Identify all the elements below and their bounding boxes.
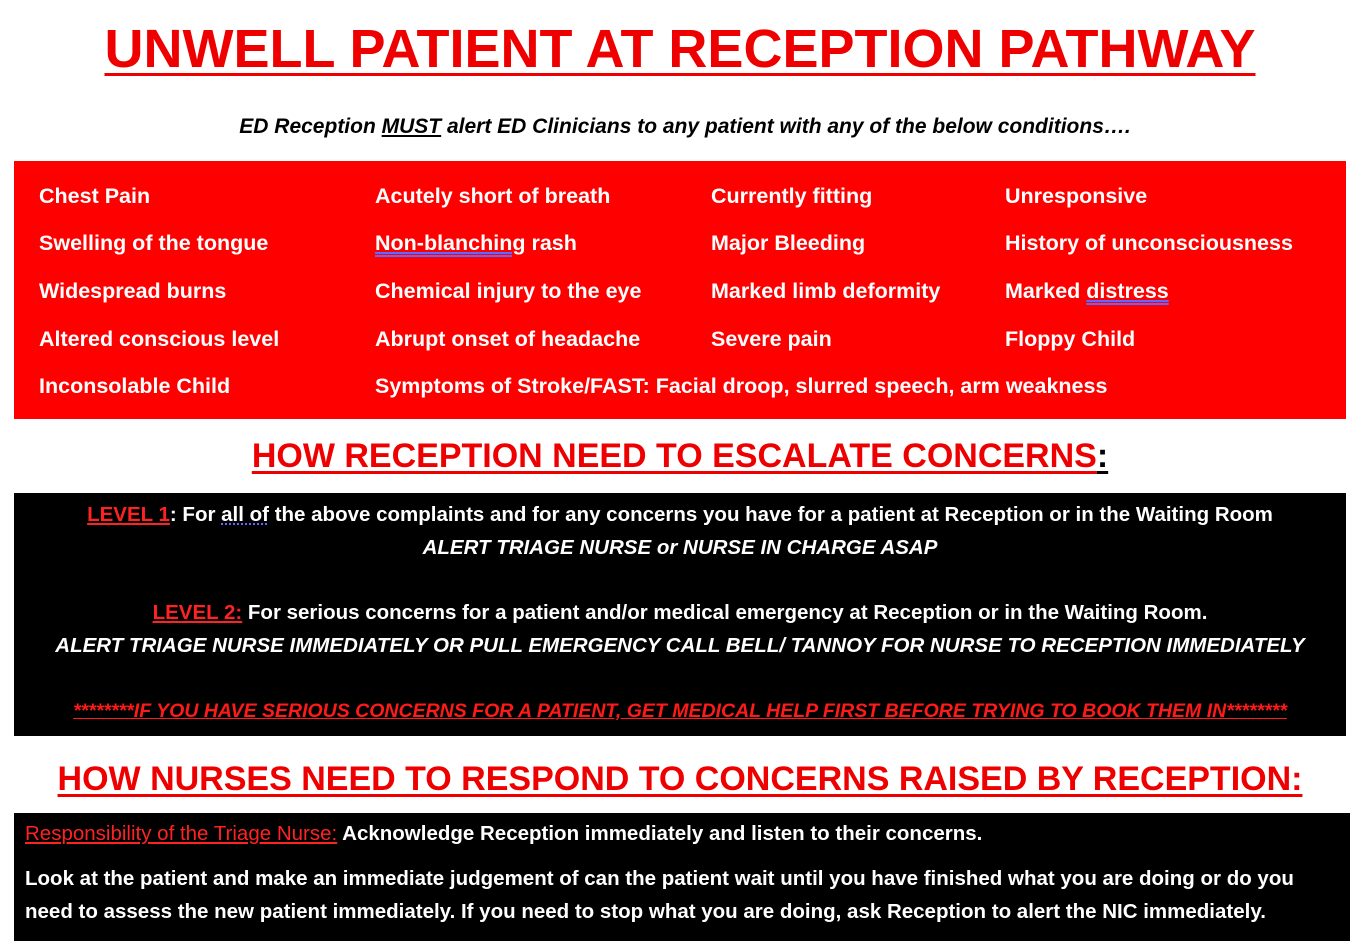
level2-label: LEVEL 2: xyxy=(152,601,243,624)
condition-short-of-breath: Acutely short of breath xyxy=(375,184,611,208)
level1-action: ALERT TRIAGE NURSE or NURSE IN CHARGE AS… xyxy=(422,536,938,559)
triage-responsibility-label: Responsibility of the Triage Nurse: xyxy=(25,822,338,845)
level1-line: LEVEL 1: For all of the above complaints… xyxy=(87,503,1273,526)
conditions-panel: Chest Pain Acutely short of breath Curre… xyxy=(14,161,1346,419)
condition-severe-pain: Severe pain xyxy=(711,327,832,351)
condition-marked-distress: Marked distress xyxy=(1005,279,1169,303)
triage-responsibility-line: Responsibility of the Triage Nurse: Ackn… xyxy=(25,822,983,845)
escalation-panel: LEVEL 1: For all of the above complaints… xyxy=(14,493,1346,736)
nurse-response-panel: Responsibility of the Triage Nurse: Ackn… xyxy=(14,813,1350,941)
condition-stroke-fast: Symptoms of Stroke/FAST: Facial droop, s… xyxy=(375,374,1108,398)
respond-heading: HOW NURSES NEED TO RESPOND TO CONCERNS R… xyxy=(57,760,1303,798)
condition-non-blanching-rash: Non-blanching rash xyxy=(375,231,577,255)
nurse-instruction-line-1: Look at the patient and make an immediat… xyxy=(25,867,1294,890)
condition-chemical-eye-injury: Chemical injury to the eye xyxy=(375,279,642,303)
subtitle: ED Reception MUST alert ED Clinicians to… xyxy=(239,115,1131,138)
condition-inconsolable-child: Inconsolable Child xyxy=(39,374,231,398)
condition-floppy-child: Floppy Child xyxy=(1005,327,1136,351)
warning-line: ********IF YOU HAVE SERIOUS CONCERNS FOR… xyxy=(73,700,1287,722)
level1-label: LEVEL 1 xyxy=(87,503,170,526)
nurse-instruction-line-2: need to assess the new patient immediate… xyxy=(25,900,1266,923)
level2-action: ALERT TRIAGE NURSE IMMEDIATELY OR PULL E… xyxy=(55,634,1305,657)
condition-widespread-burns: Widespread burns xyxy=(39,279,227,303)
escalate-heading: HOW RECEPTION NEED TO ESCALATE CONCERNS: xyxy=(251,437,1109,475)
condition-limb-deformity: Marked limb deformity xyxy=(711,279,941,303)
condition-swelling-tongue: Swelling of the tongue xyxy=(39,231,269,255)
condition-chest-pain: Chest Pain xyxy=(39,184,151,208)
condition-history-unconsciousness: History of unconsciousness xyxy=(1005,231,1293,255)
level2-line: LEVEL 2: For serious concerns for a pati… xyxy=(152,601,1208,624)
condition-unresponsive: Unresponsive xyxy=(1005,184,1148,208)
condition-currently-fitting: Currently fitting xyxy=(711,184,873,208)
page-title: UNWELL PATIENT AT RECEPTION PATHWAY xyxy=(104,19,1256,79)
condition-major-bleeding: Major Bleeding xyxy=(711,231,866,255)
condition-abrupt-headache: Abrupt onset of headache xyxy=(375,327,641,351)
condition-altered-conscious: Altered conscious level xyxy=(39,327,280,351)
